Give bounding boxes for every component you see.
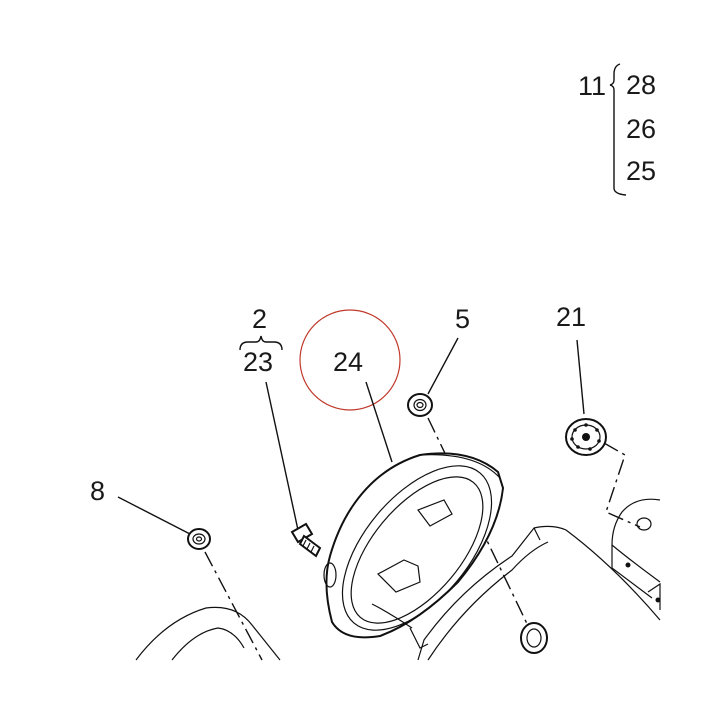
right-bracket (611, 498, 661, 610)
housing-body (409, 525, 661, 661)
leader-21 (576, 339, 585, 415)
washer-5 (407, 393, 433, 417)
screw-8 (187, 528, 211, 550)
grommet-25 (520, 622, 548, 654)
callout-5: 5 (455, 304, 470, 334)
group-brace-2 (239, 335, 283, 351)
callout-23: 23 (243, 347, 273, 377)
axis-line-21 (603, 442, 641, 528)
bolt-23 (290, 522, 322, 558)
highlight-circle (299, 309, 401, 411)
callout-11: 11 (578, 71, 606, 101)
callout-26: 26 (626, 114, 656, 144)
leader-23 (265, 381, 299, 531)
axis-line-8 (204, 551, 263, 661)
cover-24 (323, 452, 505, 639)
callout-8: 8 (90, 476, 105, 506)
lower-left-body (135, 606, 281, 661)
callout-24: 24 (333, 347, 363, 377)
callout-28: 28 (626, 70, 656, 100)
group-bracket-11 (609, 63, 627, 196)
callout-21: 21 (556, 302, 586, 332)
leader-5 (427, 337, 459, 395)
leader-24 (365, 381, 393, 463)
callout-2: 2 (252, 304, 267, 334)
disc-21 (565, 418, 607, 456)
leader-8 (117, 496, 191, 535)
callout-25: 25 (626, 156, 656, 186)
